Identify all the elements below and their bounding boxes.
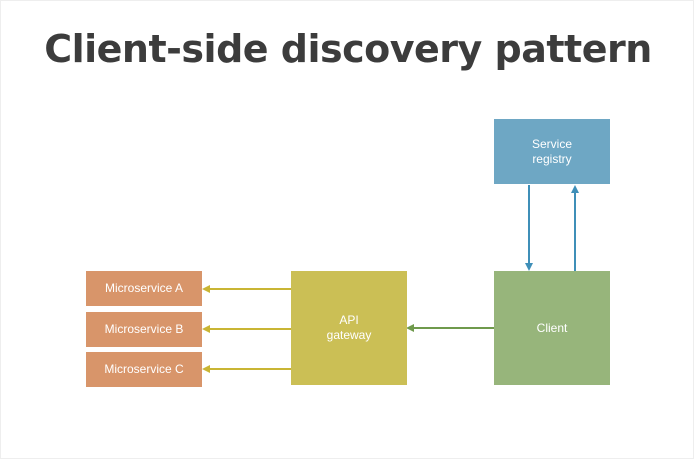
page-title: Client-side discovery pattern [44,27,652,71]
microservice-c-label: Microservice C [104,362,184,376]
microservice-b-label: Microservice B [104,322,184,336]
microservice-b-node: Microservice B [86,312,202,347]
microservice-a-label: Microservice A [104,281,184,295]
client-label: Client [536,320,568,335]
client-node: Client [494,271,610,385]
service-registry-node: Service registry [494,119,610,184]
api-gateway-node: API gateway [291,271,407,385]
microservice-a-node: Microservice A [86,271,202,306]
api-gateway-label: API gateway [326,313,372,342]
service-registry-label: Service registry [531,136,572,166]
microservice-c-node: Microservice C [86,352,202,387]
